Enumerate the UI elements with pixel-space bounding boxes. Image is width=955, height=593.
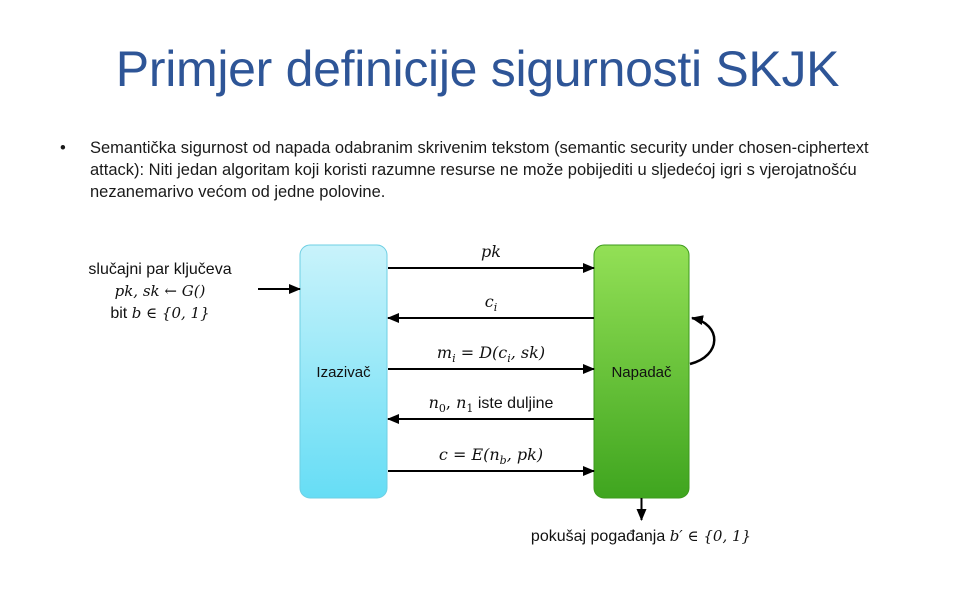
message-label-5-b: , pk) — [507, 445, 543, 464]
bullet-text: Semantička sigurnost od napada odabranim… — [90, 139, 869, 201]
output-prefix: pokušaj pogađanja — [531, 528, 670, 545]
challenger-box — [299, 244, 388, 499]
message-label-3: mi = D(ci, sk) — [437, 343, 545, 365]
input-line-1: slučajni par ključeva — [88, 261, 231, 278]
message-label-4-suffix: iste duljine — [473, 395, 553, 412]
message-label-4-n0-sub: 0 — [439, 402, 446, 415]
message-label-5-a: c = E(n — [439, 445, 500, 464]
message-label-4-n0: n — [429, 393, 439, 412]
message-label-2-main: c — [485, 292, 494, 311]
message-label-4: n0, n1 iste duljine — [429, 393, 554, 415]
message-label-4-n1-sub: 1 — [466, 402, 473, 415]
output-text: pokušaj pogađanja b′ ∈ {0, 1} — [531, 527, 751, 545]
message-label-5: c = E(nb, pk) — [439, 445, 543, 467]
message-label-4-n1: n — [456, 393, 466, 412]
message-label-1: pk — [481, 242, 501, 261]
input-line-3-prefix: bit — [110, 305, 131, 322]
message-label-3-c: , sk) — [511, 343, 545, 362]
input-line-3: bit b ∈ {0, 1} — [110, 304, 209, 322]
challenger-label: Izazivač — [316, 364, 371, 381]
attacker-self-loop — [689, 315, 716, 366]
bullet-marker: • — [60, 139, 66, 157]
message-label-2-sub: i — [494, 301, 498, 314]
message-label-3-b: = D(c — [456, 343, 508, 362]
input-line-3-math: b ∈ {0, 1} — [132, 304, 210, 322]
message-label-3-b-sub: i — [507, 352, 511, 365]
message-label-4-sep: , — [446, 393, 456, 412]
message-label-3-a-sub: i — [452, 352, 456, 365]
message-label-2: ci — [485, 292, 498, 314]
message-label-3-a: m — [437, 343, 452, 362]
input-line-2: pk, sk ← G() — [115, 282, 206, 300]
output-math: b′ ∈ {0, 1} — [670, 527, 751, 545]
attacker-label: Napadač — [611, 364, 672, 381]
slide-title: Primjer definicije sigurnosti SKJK — [115, 41, 840, 97]
message-label-5-sub: b — [500, 454, 507, 467]
